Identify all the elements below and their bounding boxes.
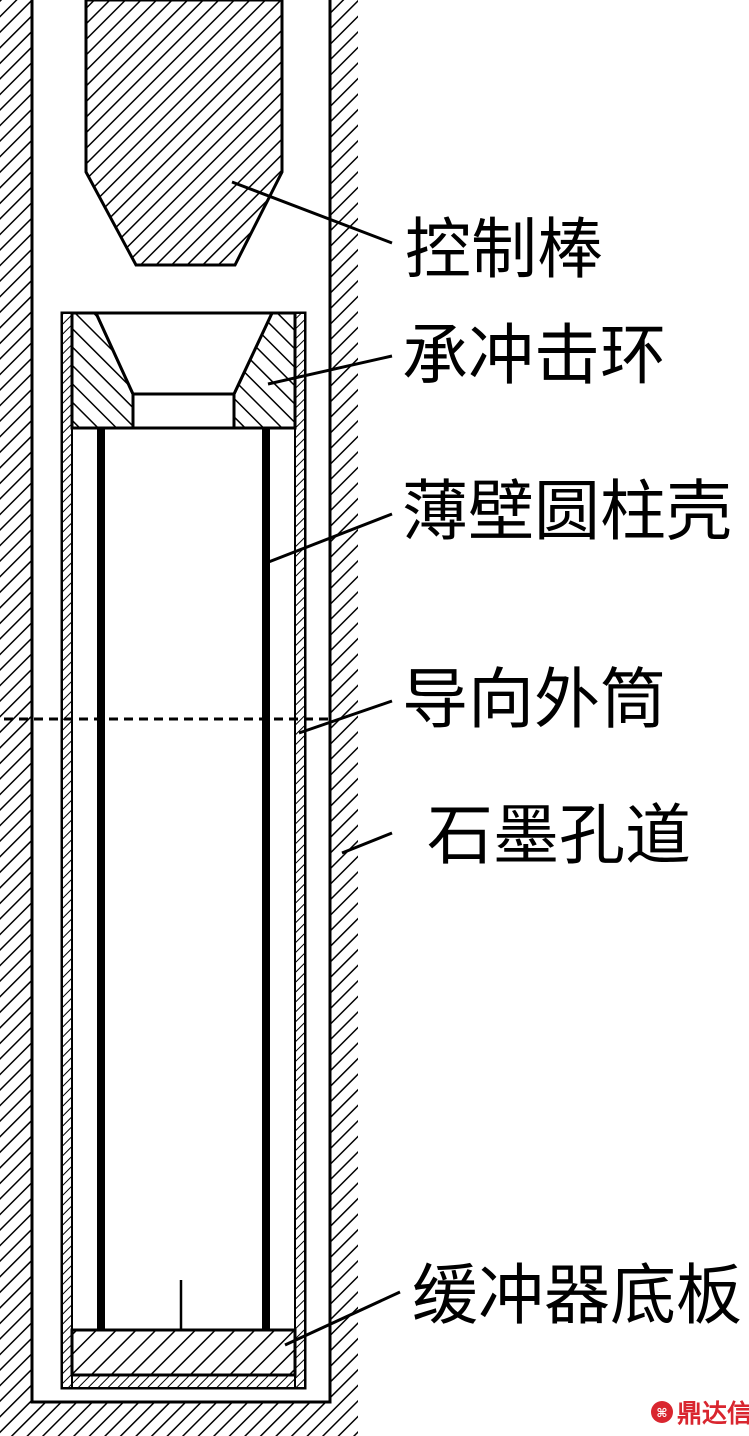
label-buffer-bottom-plate: 缓冲器底板: [412, 1257, 742, 1334]
svg-text:⌘: ⌘: [656, 1406, 667, 1420]
label-graphite-channel: 石墨孔道: [427, 797, 691, 874]
watermark-text: 鼎达信: [677, 1399, 749, 1428]
label-guide-tube: 导向外筒: [402, 661, 666, 738]
buffer-bottom-plate: [70, 1328, 297, 1377]
impact-ring: [70, 311, 297, 430]
logo-badge-icon: [651, 1401, 673, 1423]
watermark: ⌘ 鼎达信: [651, 1399, 749, 1428]
control-rod: [84, 0, 284, 267]
thin-shell: [97, 428, 270, 1330]
label-thin-shell: 薄壁圆柱壳: [402, 473, 732, 550]
label-impact-ring: 承冲击环: [402, 317, 666, 394]
leader-lines: [231, 180, 401, 1347]
label-control-rod: 控制棒: [405, 211, 603, 288]
